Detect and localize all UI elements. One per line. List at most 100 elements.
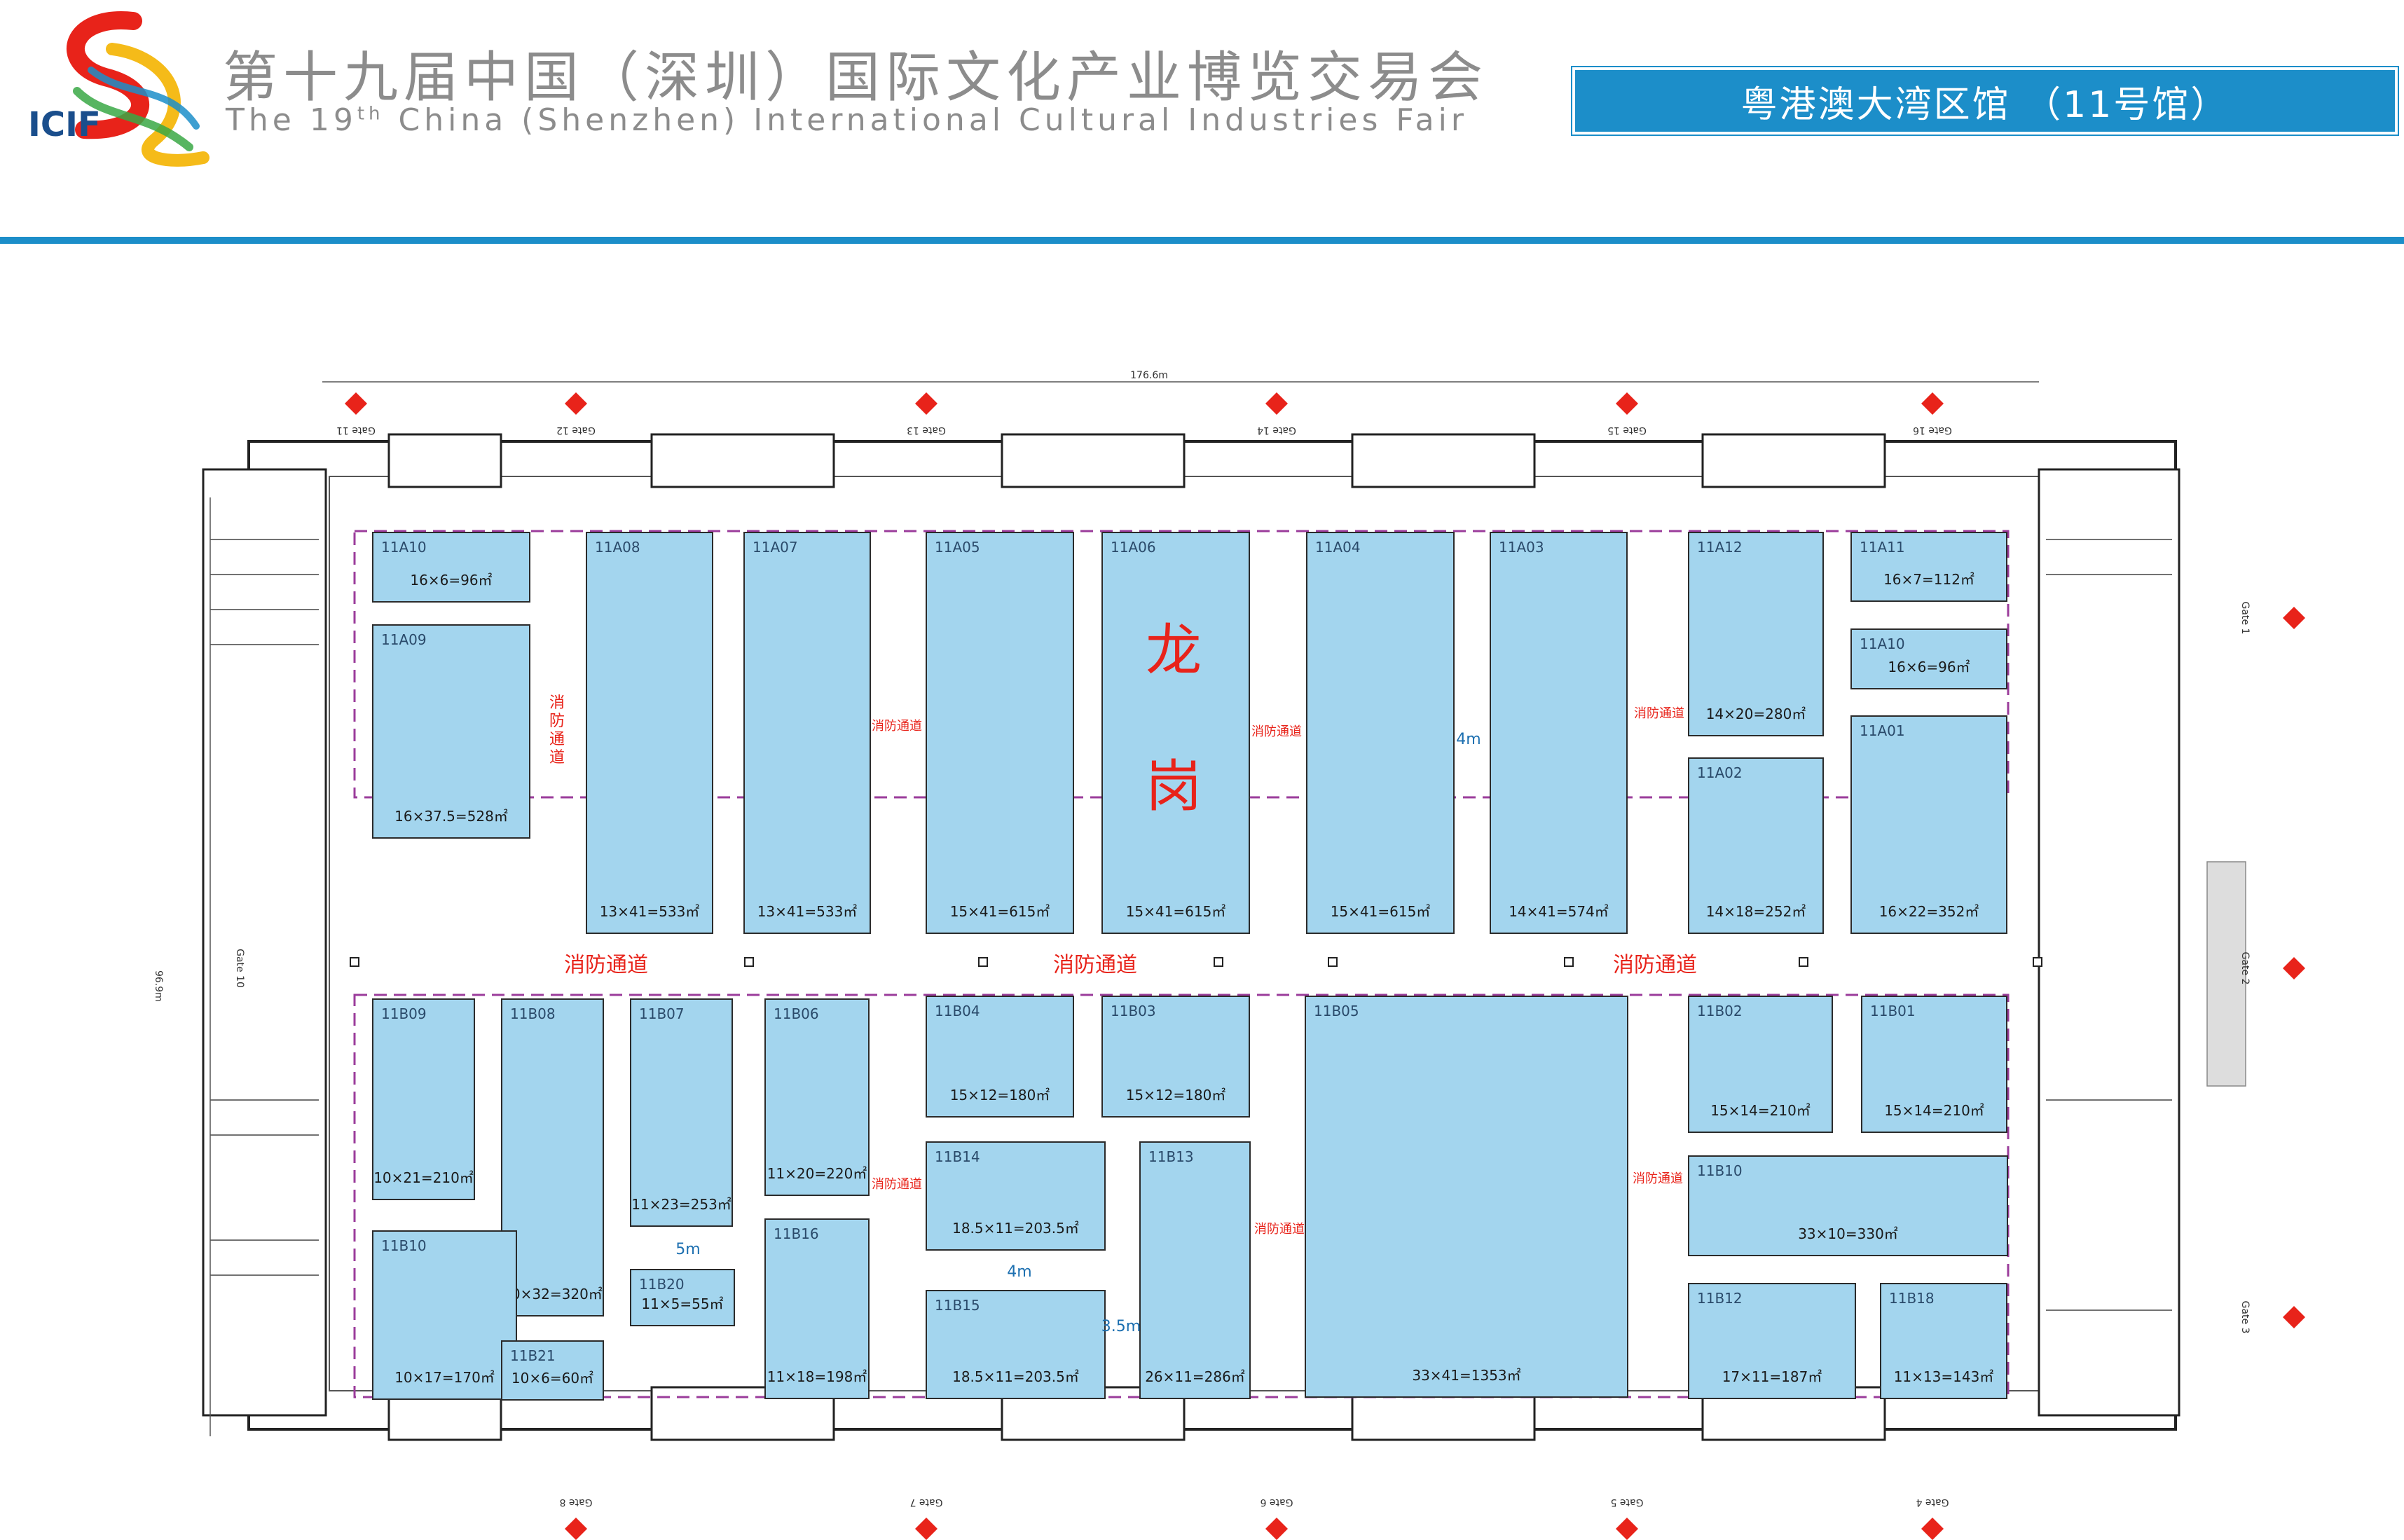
- booth-id: 11B01: [1870, 1003, 1916, 1019]
- fire-lane-label: 消防通道: [1633, 1171, 1683, 1186]
- booth-area: [764, 998, 870, 1196]
- booth: 11A10 16×6=96㎡: [372, 532, 530, 603]
- booth-area: [501, 1340, 604, 1401]
- booth-size: 13×41=533㎡: [757, 903, 858, 920]
- gate-arrow-icon: [1921, 1518, 1944, 1540]
- booth-id: 11B04: [935, 1003, 980, 1019]
- booth-id: 11B14: [935, 1148, 980, 1165]
- gate-label: Gate 4: [1916, 1497, 1949, 1508]
- gate-arrow-icon: [345, 392, 367, 415]
- hydrant-markers: [350, 957, 2042, 967]
- booth-id: 11B02: [1697, 1003, 1743, 1019]
- gate-label: Gate 10: [234, 949, 245, 988]
- fire-lane-label: 消防通道: [872, 719, 922, 734]
- booth-area: [1101, 996, 1250, 1118]
- booth-id: 11A08: [595, 539, 640, 556]
- booth-size: 11×20=220㎡: [767, 1165, 867, 1182]
- booth-size: 15×14=210㎡: [1884, 1102, 1984, 1119]
- booth-area: [1139, 1141, 1251, 1399]
- hall-banner: 粤港澳大湾区馆 （11号馆）: [1575, 70, 2395, 132]
- fire-lane-label: 消防通道: [1613, 953, 1697, 977]
- booth-id: 11B05: [1314, 1003, 1359, 1019]
- fire-lane-char: 通: [549, 731, 565, 748]
- left-dimension: 96.9m: [153, 970, 164, 1002]
- booth: 11B01 15×14=210㎡: [1861, 996, 2007, 1133]
- booth-id: 11A10: [381, 539, 427, 556]
- booth-area: [1688, 996, 1833, 1133]
- booth-id: 11B18: [1889, 1290, 1935, 1307]
- booth-area: [926, 996, 1074, 1118]
- gate-label: Gate 12: [556, 425, 596, 436]
- booth-area: [1861, 996, 2007, 1133]
- booth-area: [1850, 628, 2007, 689]
- gate-arrow-icon: [1921, 392, 1944, 415]
- booth-id: 11B09: [381, 1005, 427, 1022]
- booth-area: [1101, 532, 1250, 934]
- fire-lane-vertical: 消 防 通 道: [549, 694, 565, 766]
- gate-arrow-icon: [1265, 1518, 1288, 1540]
- booth-size: 15×41=615㎡: [950, 903, 1050, 920]
- booth-id: 11A02: [1697, 764, 1743, 781]
- booth-id: 11B07: [639, 1005, 685, 1022]
- booth: 11A07 13×41=533㎡: [743, 532, 871, 934]
- booth-id: 11A12: [1697, 539, 1743, 556]
- gate-arrow-icon: [565, 1518, 587, 1540]
- icif-logo: [67, 11, 210, 167]
- booth-size: 15×41=615㎡: [1331, 903, 1431, 920]
- booth-area: [1688, 1155, 2008, 1256]
- booth-size: 15×12=180㎡: [1126, 1087, 1226, 1104]
- fire-lane-char: 道: [549, 749, 565, 766]
- booth-size: 16×22=352㎡: [1879, 903, 1979, 920]
- booth-area: [630, 998, 733, 1227]
- booth-area: [1688, 1283, 1856, 1399]
- gate-label: Gate 16: [1913, 425, 1952, 436]
- booth-size: 18.5×11=203.5㎡: [952, 1220, 1079, 1237]
- booth: 11B18 11×13=143㎡: [1880, 1283, 2007, 1399]
- region-label-long: 龙: [1146, 618, 1202, 683]
- booth-area: [501, 998, 604, 1316]
- booth-area: [630, 1269, 735, 1326]
- booth-id: 11A07: [753, 539, 798, 556]
- booth-area: [764, 1218, 870, 1399]
- gate-label: Gate 7: [910, 1497, 943, 1508]
- booth-id: 11B16: [774, 1225, 819, 1242]
- booth-size: 33×41=1353㎡: [1412, 1367, 1520, 1384]
- fire-lane-label: 消防通道: [1251, 724, 1302, 739]
- gate-arrow-icon: [915, 1518, 937, 1540]
- booth-size: 16×6=96㎡: [410, 572, 492, 589]
- fire-lane-label: 消防通道: [1053, 953, 1137, 977]
- booth-area: [372, 1230, 517, 1400]
- booth-area: [372, 624, 530, 839]
- region-label-gang: 岗: [1146, 754, 1202, 819]
- booth-area: [1306, 532, 1455, 934]
- gate-arrow-icon: [915, 392, 937, 415]
- booth-area: [1850, 715, 2007, 934]
- aisle-width: 3.5m: [1101, 1318, 1141, 1335]
- gate-arrow-icon: [2283, 1306, 2305, 1328]
- booth-size: 11×18=198㎡: [767, 1368, 867, 1385]
- gate-label: Gate 2: [2239, 952, 2251, 985]
- booth-size: 16×37.5=528㎡: [394, 808, 508, 825]
- booth-area: [1850, 532, 2007, 602]
- booth-size: 15×41=615㎡: [1126, 903, 1226, 920]
- booth-id: 11B03: [1111, 1003, 1156, 1019]
- booth-area: [372, 532, 530, 603]
- booth: 11B03 15×12=180㎡: [1101, 996, 1250, 1118]
- gate-arrow-icon: [1616, 1518, 1638, 1540]
- hall-banner-frame: [1571, 66, 2399, 136]
- facility-blocks: [202, 433, 2180, 1441]
- fire-lane-label: 消防通道: [1634, 706, 1684, 721]
- booth-size: 11×13=143㎡: [1894, 1368, 1994, 1385]
- booth: 11B14 18.5×11=203.5㎡: [926, 1141, 1106, 1251]
